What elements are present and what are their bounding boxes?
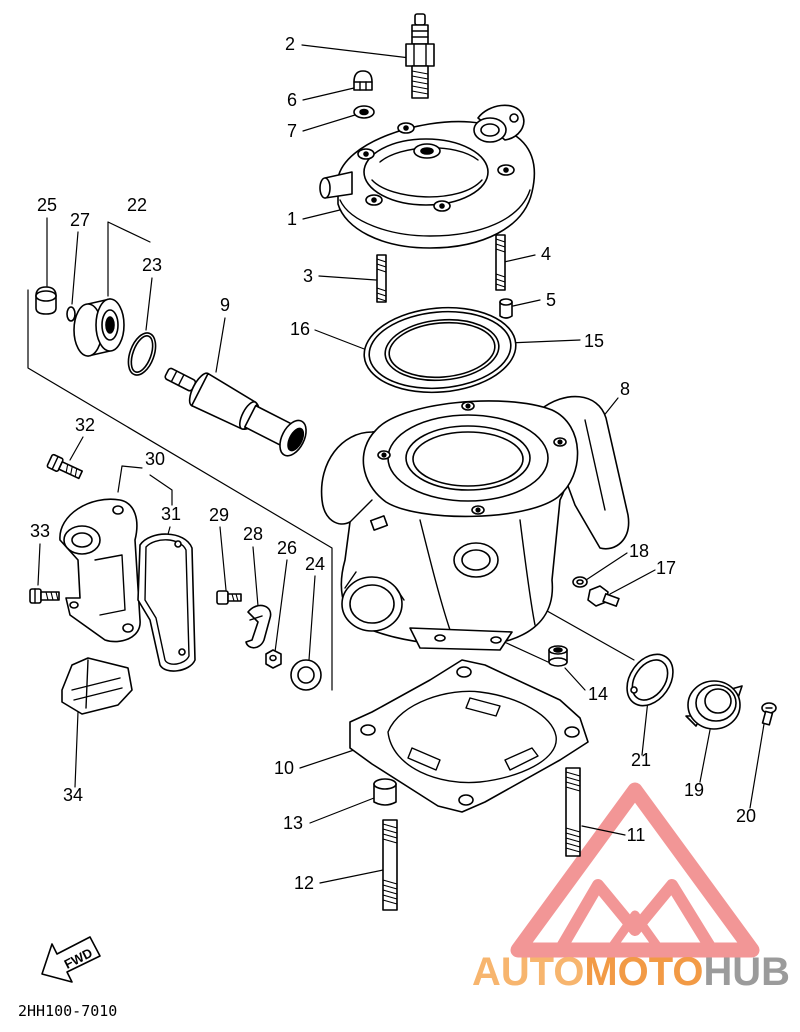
- o-ring: [127, 332, 157, 376]
- watermark-auto: AUTO: [472, 950, 584, 994]
- callout-11: 11: [627, 825, 646, 845]
- seal-ring: [290, 659, 322, 691]
- callout-25: 25: [37, 195, 57, 215]
- callout-28: 28: [243, 524, 263, 544]
- fwd-arrow-icon: FWD: [41, 936, 101, 983]
- flange-nut: [548, 645, 568, 667]
- callout-33: 33: [30, 521, 50, 541]
- oil-seal: [73, 298, 125, 357]
- callout-13: 13: [283, 813, 303, 833]
- water-pump-cover: [59, 498, 141, 643]
- bolt-union: [587, 585, 620, 607]
- diagram-code: 2HH100-7010: [18, 1002, 117, 1020]
- cylinder: [320, 395, 630, 651]
- callout-20: 20: [736, 806, 756, 826]
- bolt-small: [216, 590, 242, 605]
- cylinder-base-gasket: [349, 659, 589, 813]
- cap-nut: [353, 70, 373, 91]
- bolt-cover-lower: [29, 588, 60, 604]
- washer: [353, 105, 375, 119]
- callout-9: 9: [220, 295, 230, 315]
- leader-lines: [27, 44, 766, 884]
- callout-6: 6: [287, 90, 297, 110]
- callout-1: 1: [287, 209, 297, 229]
- outlet-cover: [685, 680, 743, 730]
- callout-2: 2: [285, 34, 295, 54]
- cap: [35, 286, 57, 315]
- callout-15: 15: [584, 331, 604, 351]
- callout-10: 10: [274, 758, 294, 778]
- watermark-text: AUTOMOTOHUB: [472, 950, 790, 994]
- callout-24: 24: [305, 554, 325, 574]
- water-pipe: [164, 367, 307, 457]
- callout-14: 14: [588, 684, 608, 704]
- callout-8: 8: [620, 379, 630, 399]
- hose-guide: [61, 657, 133, 715]
- callout-18: 18: [629, 541, 649, 561]
- callout-7: 7: [287, 121, 297, 141]
- callout-34: 34: [63, 785, 83, 805]
- callout-16: 16: [290, 319, 310, 339]
- callout-12: 12: [294, 873, 314, 893]
- callout-31: 31: [161, 504, 181, 524]
- spark-plug: [405, 13, 435, 99]
- washer-small: [572, 576, 588, 588]
- dowel-pin: [499, 298, 513, 319]
- callout-4: 4: [541, 244, 551, 264]
- callout-23: 23: [142, 255, 162, 275]
- callout-32: 32: [75, 415, 95, 435]
- callout-3: 3: [303, 266, 313, 286]
- bolt-cover-upper: [46, 453, 83, 480]
- stud-bolt: [495, 234, 506, 291]
- o-ring-small: [66, 306, 76, 322]
- callout-labels: 2 6 7 1 3 4 5 16 15 8 9 25 27 22 23 32 3…: [30, 34, 756, 893]
- nut-small: [265, 649, 282, 669]
- callout-27: 27: [70, 210, 90, 230]
- o-ring-inner: [384, 318, 500, 382]
- callout-30: 30: [145, 449, 165, 469]
- water-pump-gasket: [137, 533, 196, 672]
- collar: [373, 778, 397, 806]
- stud-bolt-lower: [382, 819, 398, 911]
- stud-bolt-long: [565, 767, 581, 857]
- callout-22: 22: [127, 195, 147, 215]
- watermark-hub: HUB: [703, 950, 790, 994]
- watermark-moto: MOTO: [584, 950, 703, 994]
- clip: [245, 604, 272, 649]
- callout-17: 17: [656, 558, 676, 578]
- callout-21: 21: [631, 750, 651, 770]
- callout-29: 29: [209, 505, 229, 525]
- callout-19: 19: [684, 780, 704, 800]
- outlet-gasket: [626, 653, 674, 707]
- cylinder-head: [319, 104, 536, 249]
- callout-5: 5: [546, 290, 556, 310]
- automotohub-logo-icon: [510, 782, 760, 958]
- screw: [761, 702, 777, 726]
- stud-bolt-short: [376, 254, 387, 303]
- callout-26: 26: [277, 538, 297, 558]
